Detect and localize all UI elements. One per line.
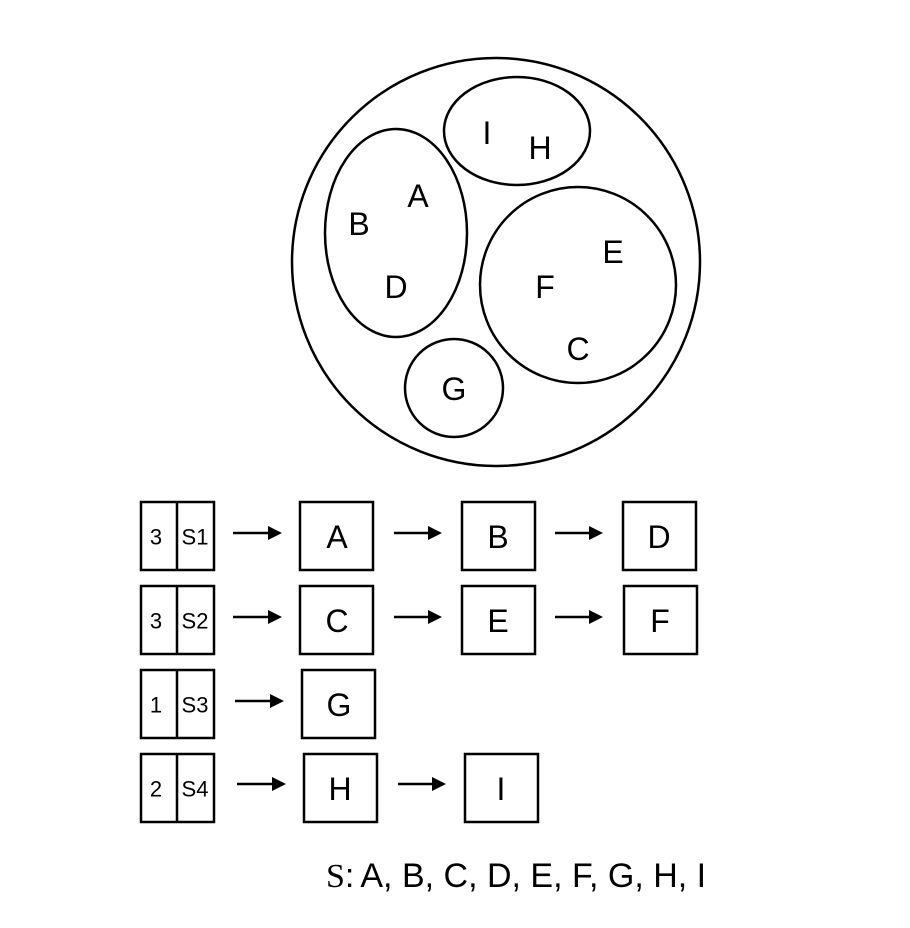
pointer-arrowhead — [268, 610, 282, 624]
linked-lists: 3 S1 A B D 3 S2 C — [139, 500, 699, 824]
list-row-s3: 1 S3 G — [139, 668, 377, 740]
universe-set-circle — [290, 56, 702, 468]
set-g-circle — [403, 337, 505, 439]
set-count: 3 — [150, 609, 162, 634]
list-node-box — [463, 752, 540, 824]
set-abd-ellipse — [323, 127, 469, 339]
list-node-label: D — [647, 519, 670, 555]
list-node-label: F — [650, 603, 670, 639]
venn-letter-d: D — [384, 269, 407, 305]
venn-letter-g: G — [442, 371, 467, 407]
pointer-arrowhead — [428, 526, 442, 540]
list-node-label: I — [497, 771, 506, 807]
set-caption: S:A, B, C, D, E, F, G, H, I — [326, 857, 706, 895]
list-node-box — [302, 752, 379, 824]
venn-letter-e: E — [602, 234, 623, 270]
venn-letter-b: B — [348, 206, 369, 242]
set-hi-ellipse — [442, 75, 592, 187]
pointer-arrowhead — [589, 526, 603, 540]
caption-symbol: S — [326, 858, 345, 895]
list-node-label: E — [487, 603, 508, 639]
list-node-label: C — [325, 603, 348, 639]
set-count: 1 — [150, 693, 162, 718]
list-node-box — [298, 500, 375, 572]
list-node-box — [460, 500, 537, 572]
set-name: S1 — [182, 525, 209, 550]
list-node-box — [621, 500, 698, 572]
pointer-arrowhead — [428, 610, 442, 624]
venn-letter-c: C — [566, 331, 589, 367]
list-node-box — [622, 584, 699, 656]
list-node-label: G — [327, 687, 352, 723]
list-row-s2: 3 S2 C E F — [139, 584, 699, 656]
set-cef-circle — [478, 185, 678, 385]
pointer-arrowhead — [272, 777, 286, 791]
pointer-arrowhead — [270, 694, 284, 708]
venn-letter-a: A — [407, 178, 429, 214]
set-name: S4 — [182, 777, 209, 802]
list-row-s1: 3 S1 A B D — [139, 500, 698, 572]
caption-items: A, B, C, D, E, F, G, H, I — [360, 857, 706, 895]
list-row-s4: 2 S4 H I — [139, 752, 540, 824]
pointer-arrowhead — [432, 777, 446, 791]
list-node-label: H — [328, 771, 351, 807]
set-count: 3 — [150, 525, 162, 550]
pointer-arrowhead — [589, 610, 603, 624]
caption-separator: : — [345, 857, 354, 895]
list-node-box — [300, 668, 377, 740]
set-name: S3 — [182, 693, 209, 718]
venn-letter-h: H — [528, 130, 551, 166]
list-node-box — [460, 584, 537, 656]
venn-diagram: A B D I H E F C G — [290, 56, 702, 468]
list-node-label: B — [487, 519, 508, 555]
set-count: 2 — [150, 777, 162, 802]
set-name: S2 — [182, 609, 209, 634]
venn-letter-i: I — [483, 115, 492, 151]
list-node-label: A — [326, 519, 348, 555]
list-node-box — [298, 584, 375, 656]
pointer-arrowhead — [268, 526, 282, 540]
venn-letter-f: F — [535, 269, 555, 305]
